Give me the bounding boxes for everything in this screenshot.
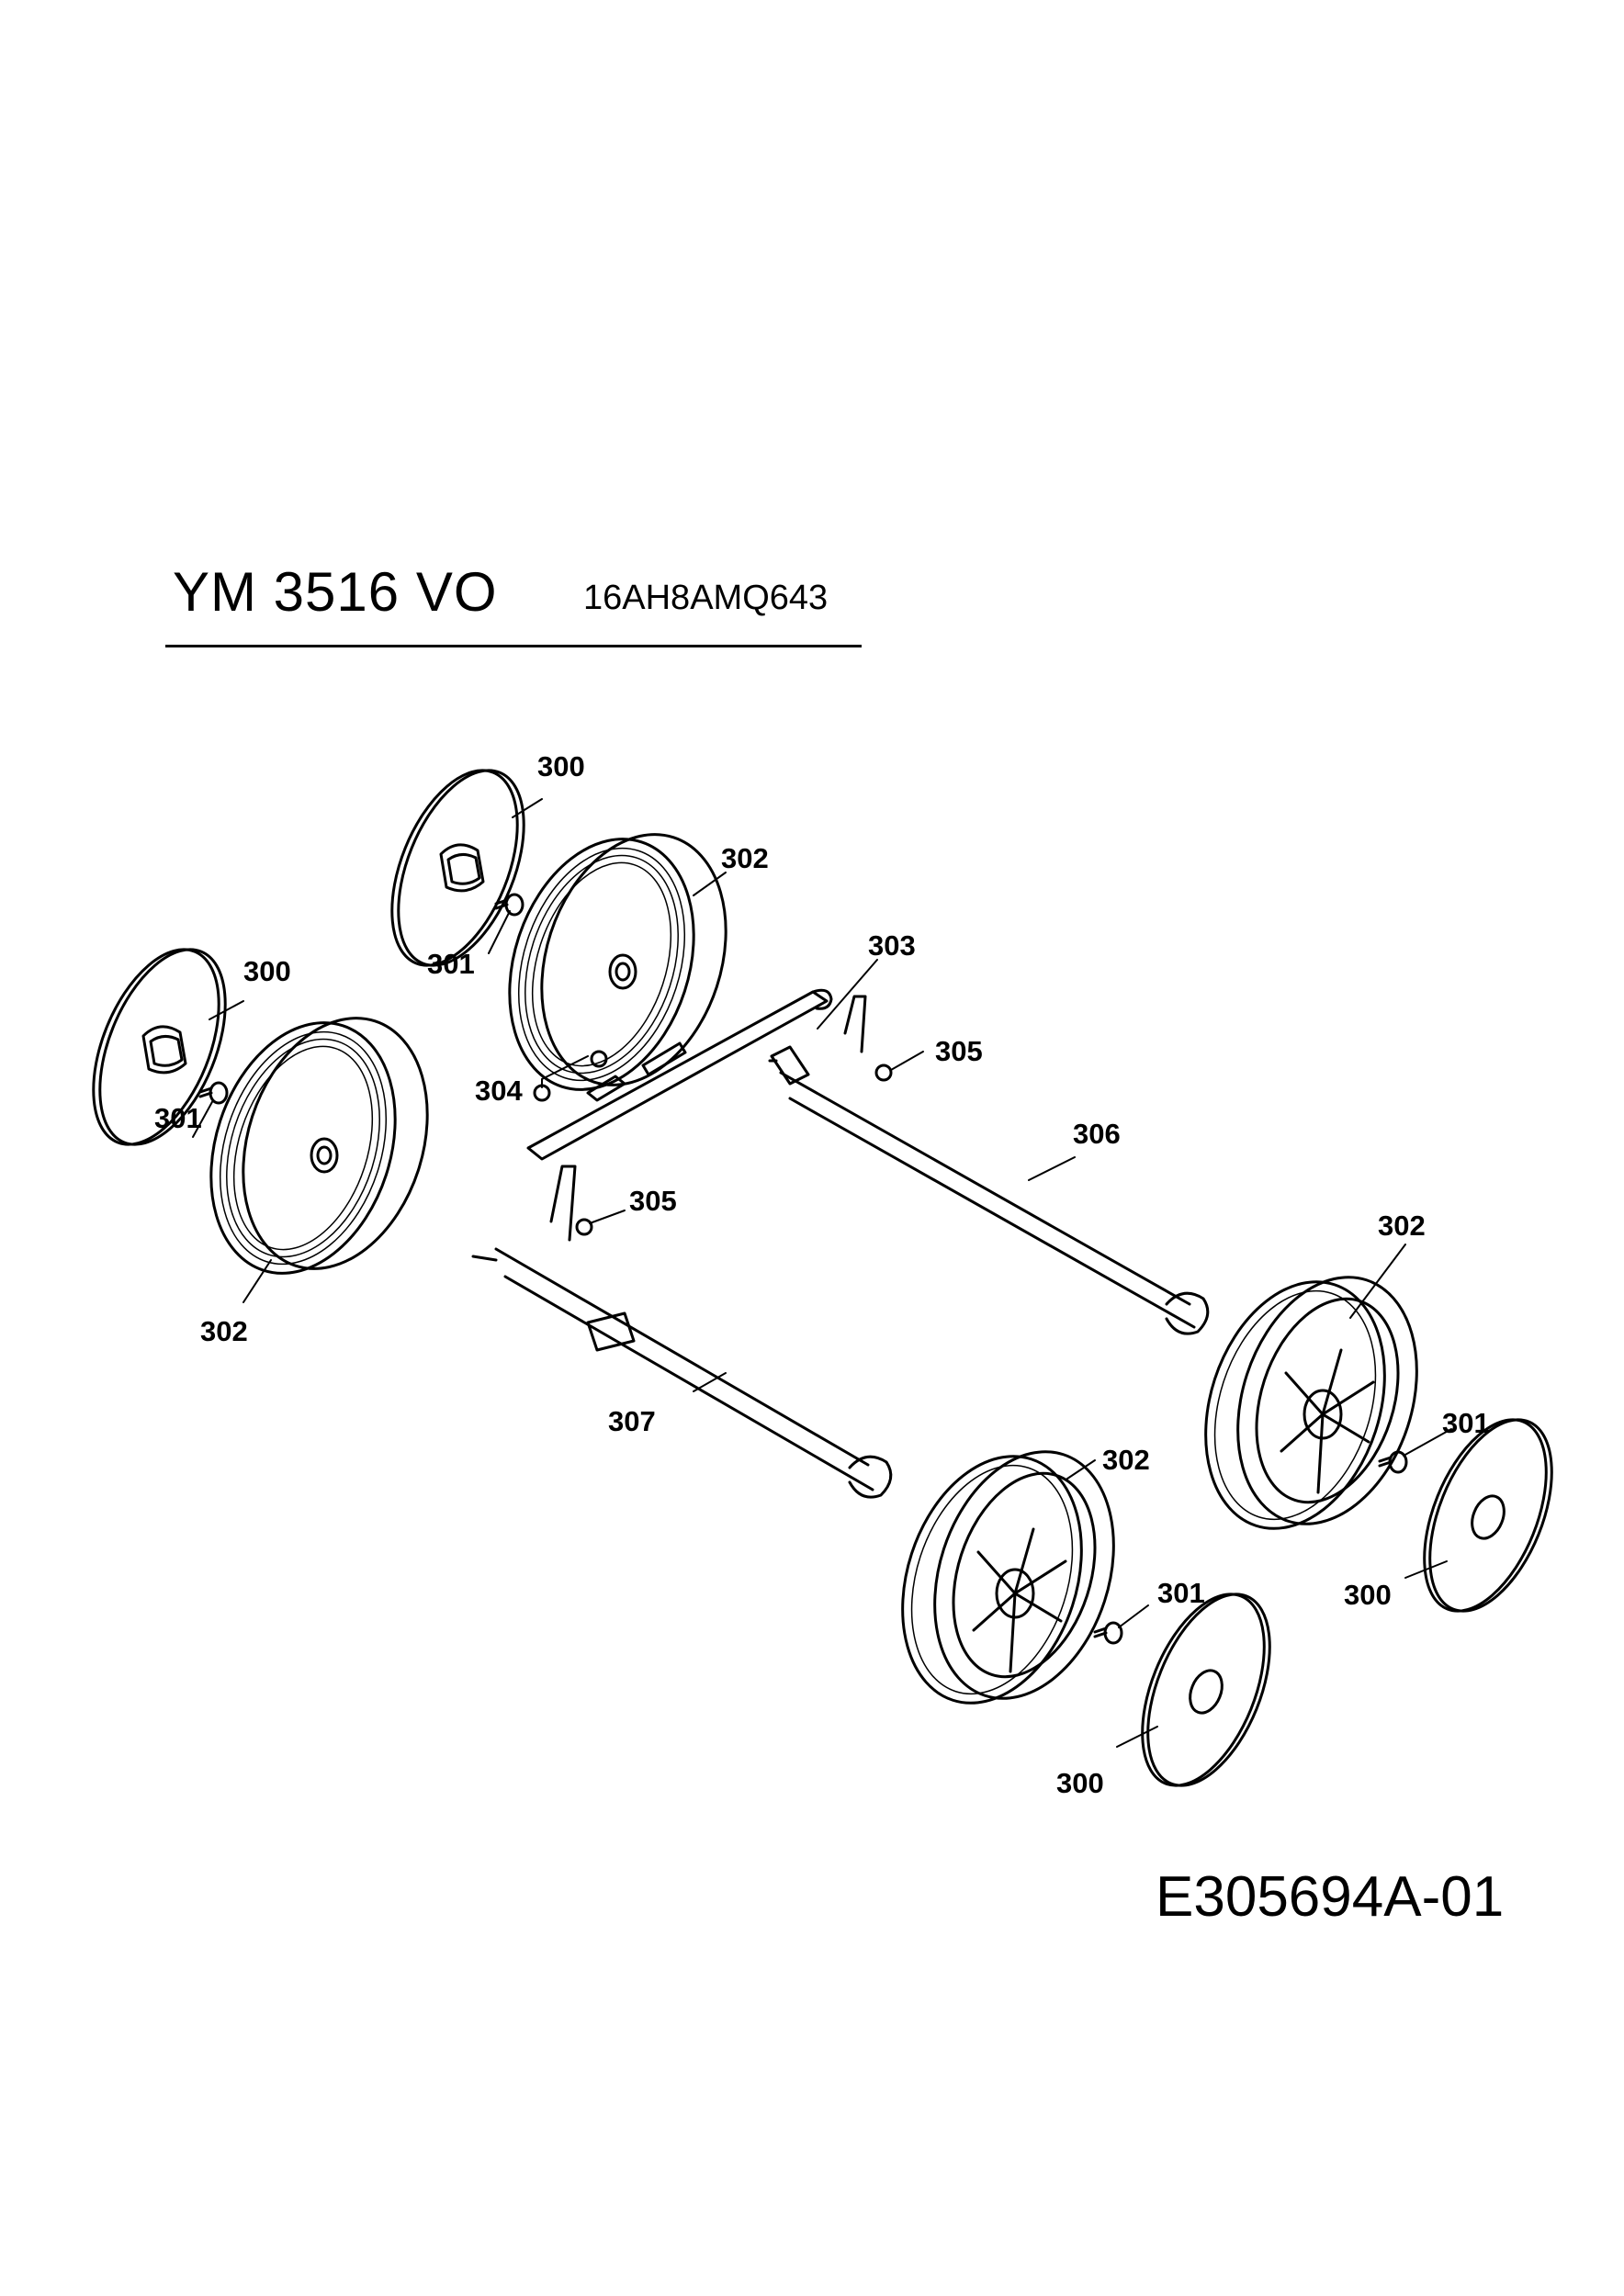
label-302-front: 302 — [1102, 1444, 1150, 1476]
label-306: 306 — [1073, 1118, 1121, 1150]
model-number: 16AH8AMQ643 — [583, 579, 829, 617]
screw-301-front — [1093, 1621, 1123, 1645]
label-305-upper: 305 — [935, 1035, 983, 1067]
wheel-302-right — [1204, 1276, 1418, 1530]
label-300-front: 300 — [1056, 1767, 1104, 1799]
label-302-upper: 302 — [721, 842, 769, 874]
hubcap-300-left — [92, 948, 227, 1146]
nut-305-upper — [874, 1064, 893, 1082]
hubcap-300-upper — [390, 769, 525, 967]
axle-306 — [768, 995, 1210, 1335]
label-303: 303 — [868, 929, 916, 962]
lever-303 — [526, 988, 833, 1161]
axle-307 — [471, 1165, 893, 1499]
screw-301-right — [1378, 1450, 1408, 1474]
label-301-upper: 301 — [427, 948, 475, 980]
diagram-id: E305694A-01 — [1156, 1865, 1505, 1929]
screw-301-upper — [494, 893, 524, 917]
label-302-right: 302 — [1378, 1210, 1426, 1242]
model-title: YM 3516 VO — [173, 561, 498, 623]
label-300-right: 300 — [1344, 1579, 1392, 1611]
label-301-right: 301 — [1442, 1407, 1490, 1439]
label-300-left: 300 — [243, 955, 291, 987]
hubcap-300-right — [1423, 1418, 1553, 1613]
leader-lines — [192, 798, 1452, 1748]
wheel-302-front — [901, 1450, 1115, 1705]
label-307: 307 — [608, 1405, 656, 1437]
label-300-upper: 300 — [537, 750, 585, 782]
screw-301-left — [198, 1081, 229, 1105]
label-302-left: 302 — [200, 1315, 248, 1347]
hubcap-300-front — [1141, 1593, 1271, 1787]
label-305-lower: 305 — [629, 1185, 677, 1217]
label-301-left: 301 — [154, 1102, 202, 1134]
wheel-302-upper — [508, 833, 727, 1091]
label-301-front: 301 — [1157, 1577, 1205, 1609]
label-304: 304 — [475, 1075, 523, 1107]
title-underline — [165, 645, 862, 647]
nut-305-lower — [575, 1218, 593, 1236]
nut-304-b — [590, 1050, 608, 1068]
